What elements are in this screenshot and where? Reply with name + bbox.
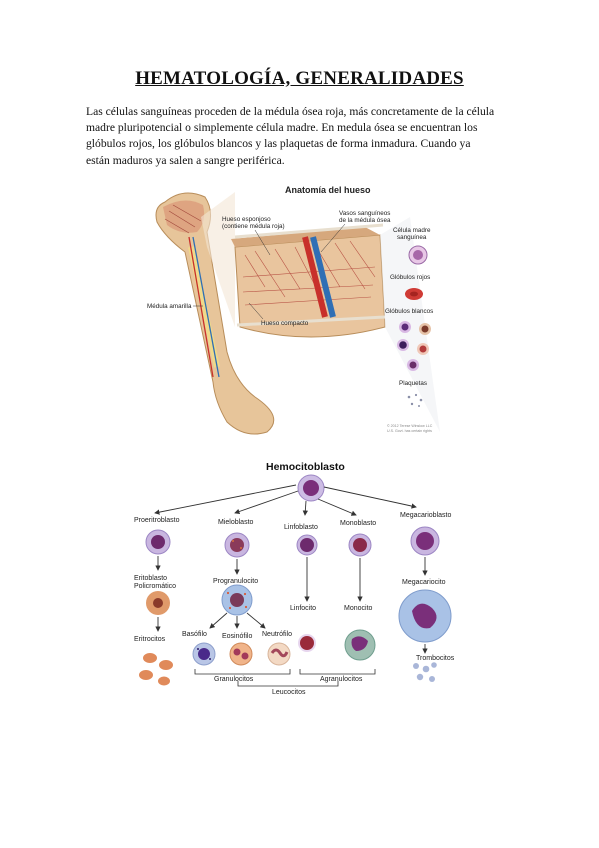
label-yellow-marrow: Médula amarilla <box>147 303 192 310</box>
megacariocito-cell <box>398 589 452 643</box>
monocito-cell <box>344 629 376 661</box>
label-mieloblasto: Mieloblasto <box>218 519 254 526</box>
hematopoiesis-figure: Hemocitoblasto Proeritroblasto Mieloblas… <box>120 453 472 703</box>
label-proeritroblasto: Proeritroblasto <box>134 517 180 524</box>
label-vessels-2: de la médula ósea <box>339 217 391 224</box>
label-basofilo: Basófilo <box>182 631 207 638</box>
label-stem-cell-2: sanguínea <box>397 234 427 241</box>
label-agranulocitos: Agranulocitos <box>320 676 363 683</box>
copyright-line-2: U.S. Govt. has certain rights <box>387 429 432 433</box>
mieloblasto-cell <box>224 532 250 558</box>
label-granulocitos: Granulocitos <box>214 676 254 683</box>
label-stem-cell: Célula madre <box>393 227 431 234</box>
monoblasto-cell <box>348 533 372 557</box>
page-title: HEMATOLOGÍA, GENERALIDADES <box>135 68 464 89</box>
label-eritrocitos: Eritrocitos <box>134 636 166 643</box>
eritoblasto-cell <box>146 591 170 615</box>
label-red-cells: Glóbulos rojos <box>390 274 430 281</box>
label-spongy: Hueso esponjoso <box>222 216 271 223</box>
proeritroblasto-cell <box>145 529 171 555</box>
bone-figure-title: Anatomía del hueso <box>285 185 371 195</box>
eritrocitos-cells <box>139 653 173 686</box>
label-monocito: Monocito <box>344 605 373 612</box>
label-platelets: Plaquetas <box>399 380 427 387</box>
linfoblasto-cell <box>296 534 318 556</box>
platelets-icon <box>407 393 423 407</box>
femur-illustration <box>155 192 275 435</box>
progranulocito-cell <box>221 584 253 616</box>
label-trombocitos: Trombocitos <box>416 655 455 662</box>
neutrofilo-cell <box>267 642 291 666</box>
intro-line: madre pluripotencial o simplemente célul… <box>86 121 478 135</box>
label-megacarioblasto: Megacarioblasto <box>400 512 451 519</box>
label-compact-bone: Hueso compacto <box>261 320 309 327</box>
basofilo-cell <box>192 642 216 666</box>
label-linfocito: Linfocito <box>290 605 316 612</box>
label-vessels: Vasos sanguíneos <box>339 210 390 217</box>
intro-line: están maduros ya salen a sangre periféri… <box>86 153 285 167</box>
label-eritoblasto: Eritoblasto <box>134 575 167 582</box>
linfocito-cell <box>298 634 316 652</box>
eosinofilo-cell <box>229 642 253 666</box>
label-progranulocito: Progranulocito <box>213 578 258 585</box>
megacarioblasto-cell <box>410 526 440 556</box>
hemocitoblasto-cell <box>297 474 325 502</box>
label-megacariocito: Megacariocito <box>402 579 446 586</box>
intro-line: glóbulos rojos, los glóbulos blancos y l… <box>86 137 471 151</box>
label-monoblasto: Monoblasto <box>340 520 376 527</box>
label-neutrofilo: Neutrófilo <box>262 631 292 638</box>
copyright-line-1: © 2012 Terese Winslow LLC <box>387 424 433 428</box>
trombocitos-cells <box>413 662 437 682</box>
label-eosinofilo: Eosinófilo <box>222 633 252 640</box>
root-label: Hemocitoblasto <box>266 461 345 473</box>
label-white-cells: Glóbulos blancos <box>385 308 433 315</box>
white-cells-icon <box>397 321 431 371</box>
intro-line: Las células sanguíneas proceden de la mé… <box>86 105 495 118</box>
label-eritoblasto-2: Policromático <box>134 583 176 590</box>
label-leucocitos: Leucocitos <box>272 689 306 696</box>
intro-paragraph: Las células sanguíneas proceden de la mé… <box>86 104 516 169</box>
label-spongy-2: (contiene médula roja) <box>222 223 285 230</box>
label-linfoblasto: Linfoblasto <box>284 524 318 531</box>
bone-anatomy-figure: Anatomía del hueso Hueso esponjoso (cont… <box>135 177 470 439</box>
bone-cross-section <box>231 223 386 338</box>
